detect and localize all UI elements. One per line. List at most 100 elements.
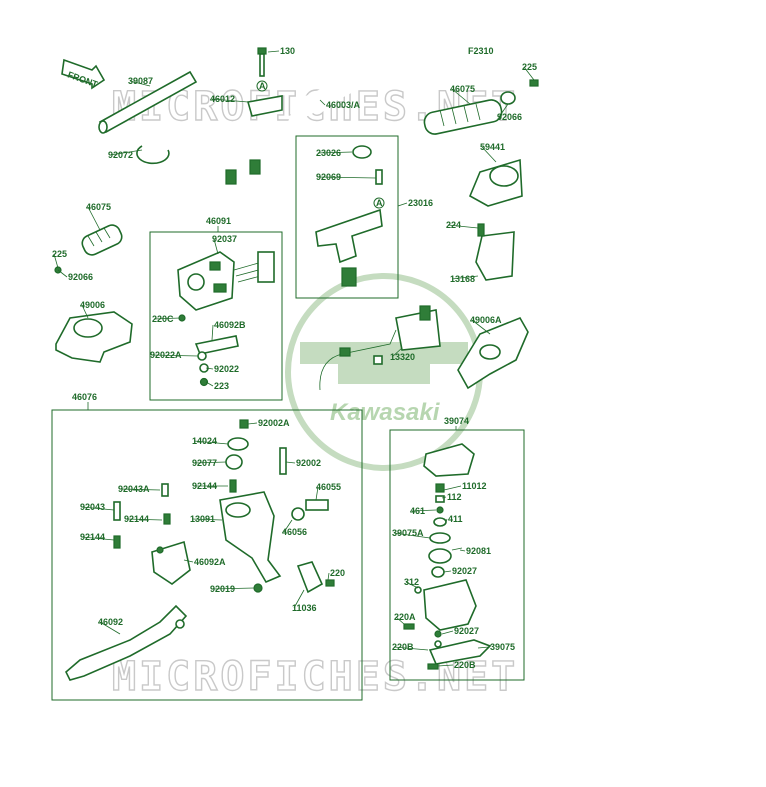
leader-line	[153, 317, 181, 320]
leader-line	[267, 50, 280, 53]
leader-line	[451, 275, 479, 280]
part-label: 39087	[128, 76, 153, 86]
part-label: 112	[447, 492, 462, 502]
part-label: 39075	[490, 642, 515, 652]
part-label: 411	[448, 514, 463, 524]
frame-label-lever-assembly: 46076	[72, 392, 97, 402]
leader-line	[211, 324, 214, 341]
part-label: 92066	[68, 272, 93, 282]
left-grip	[54, 224, 123, 274]
part-label: 92027	[454, 626, 479, 636]
leader-line	[477, 646, 490, 649]
frame-label-switch-housing: 46091	[206, 216, 231, 226]
part-label: 46092B	[214, 320, 246, 330]
frame-lever-assembly	[51, 409, 363, 701]
leader-line	[81, 506, 115, 511]
part-label: 46055	[316, 482, 341, 492]
leader-line	[247, 422, 258, 425]
leader-line	[191, 518, 223, 521]
part-label: 220B	[392, 642, 414, 652]
part-label: 92144	[80, 532, 105, 542]
leader-line	[441, 496, 447, 499]
kawasaki-logo-text: Kawasaki	[330, 399, 441, 426]
leader-line	[81, 304, 89, 319]
leader-line	[125, 518, 163, 521]
leader-line	[99, 621, 121, 635]
leader-line	[471, 319, 491, 335]
leader-line	[498, 103, 509, 118]
part-label: 225	[52, 249, 67, 259]
part-label: 11036	[292, 603, 317, 613]
leader-line	[53, 253, 59, 269]
holder-clamp	[246, 95, 283, 117]
svg-text:A: A	[376, 198, 383, 208]
part-label: 92043	[80, 502, 105, 512]
leader-line	[183, 559, 194, 563]
leader-line	[193, 461, 227, 464]
leader-line	[523, 66, 535, 81]
frame-brake-master	[389, 429, 525, 681]
leader-line	[451, 88, 471, 105]
leader-line	[205, 367, 214, 370]
leader-line	[391, 347, 403, 358]
part-label: 49006A	[470, 315, 502, 325]
leader-line	[317, 176, 377, 179]
leader-line	[293, 589, 305, 609]
part-label: 59441	[480, 142, 505, 152]
part-label: 92081	[466, 546, 491, 556]
part-label: 46075	[450, 84, 475, 94]
part-label: 225	[522, 62, 537, 72]
leader-line	[481, 146, 497, 163]
part-label: 223	[214, 381, 229, 391]
leader-line	[397, 202, 408, 207]
throttle-housing	[468, 158, 523, 281]
part-label: 92022	[214, 364, 239, 374]
part-label: 130	[280, 46, 295, 56]
clutch-lever-parts	[65, 419, 335, 681]
part-label: 46003/A	[326, 100, 361, 110]
leader-line	[445, 518, 448, 523]
part-label: 23016	[408, 198, 433, 208]
leader-line	[319, 99, 326, 106]
callout-a-right: A	[373, 197, 385, 209]
leader-line	[109, 149, 143, 156]
frame-cable-bracket	[295, 135, 399, 299]
brake-master-parts	[403, 443, 492, 670]
kawasaki-logo: Kawasaki	[285, 273, 483, 471]
part-label: 46075	[86, 202, 111, 212]
leader-line	[57, 269, 68, 278]
leader-line	[441, 630, 454, 635]
leader-line	[211, 98, 249, 103]
leader-line	[283, 519, 293, 533]
leader-line	[81, 536, 115, 541]
svg-text:A: A	[259, 81, 266, 91]
part-label: 13168	[450, 274, 475, 284]
frame-label-brake-master: 39074	[444, 416, 469, 426]
part-label: 46092	[98, 617, 123, 627]
handlebar	[121, 57, 415, 217]
callout-a-left: A	[256, 80, 268, 92]
leader-line	[87, 206, 101, 231]
part-label: 14024	[192, 436, 217, 446]
part-label: 92027	[452, 566, 477, 576]
leader-line	[443, 485, 462, 491]
frame-switch-housing	[149, 231, 283, 401]
part-label: 92066	[497, 112, 522, 122]
part-label: 92002A	[258, 418, 290, 428]
part-label: 92037	[212, 234, 237, 244]
part-label: 224	[446, 220, 461, 230]
leader-line	[119, 488, 161, 491]
leader-line	[213, 238, 219, 255]
right-grip	[423, 79, 539, 135]
part-label: 46056	[282, 527, 307, 537]
leader-line	[317, 151, 353, 154]
part-label: 46012	[210, 94, 235, 104]
part-label: 220	[330, 568, 345, 578]
leader-line	[285, 461, 296, 464]
part-label: 220B	[454, 660, 476, 670]
cable-bracket	[315, 145, 383, 287]
leader-line	[447, 224, 479, 229]
clamp-band	[136, 145, 170, 165]
